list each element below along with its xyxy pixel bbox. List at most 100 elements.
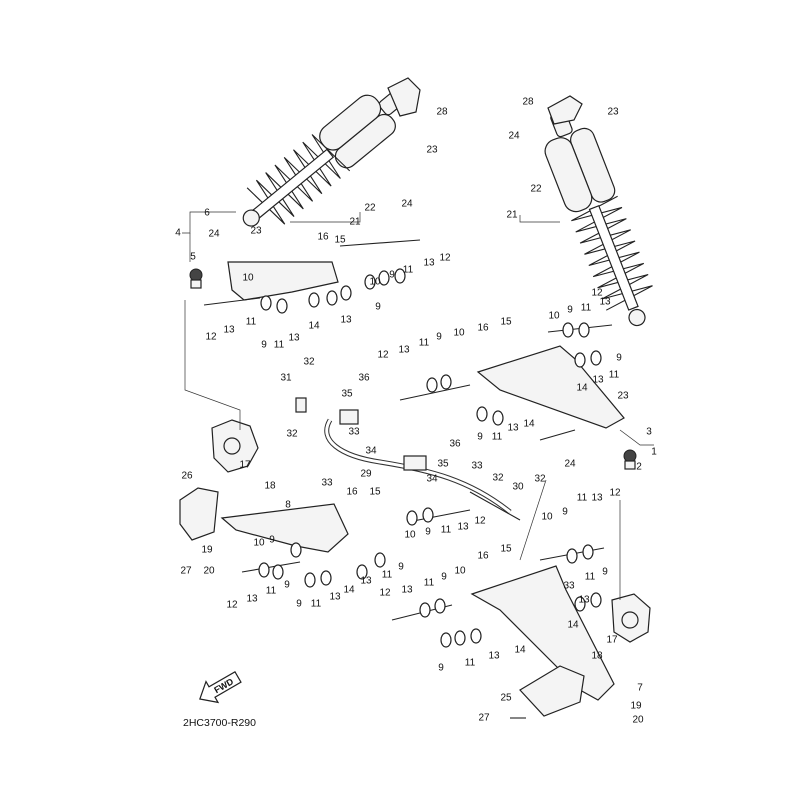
callout-number: 10 [541, 512, 553, 523]
callout-number: 11 [492, 432, 503, 443]
callout-number: 11 [419, 338, 430, 349]
callout-number: 13 [488, 651, 500, 662]
callout-number: 11 [246, 317, 257, 328]
leader-lines [182, 211, 654, 600]
callout-number: 34 [365, 446, 377, 457]
callout-number: 23 [607, 107, 619, 118]
callout-number: 13 [329, 592, 341, 603]
callout-number: 15 [500, 544, 512, 555]
right-shock-bracket [547, 95, 583, 125]
callout-number: 13 [423, 258, 435, 269]
callout-number: 16 [477, 551, 489, 562]
callout-number: 9 [441, 572, 447, 583]
lower-left-a-arm [220, 503, 349, 553]
callout-number: 23 [250, 226, 262, 237]
left-guard [179, 487, 219, 541]
callout-number: 9 [296, 599, 302, 610]
callout-number: 33 [348, 427, 360, 438]
callout-number: 11 [266, 586, 277, 597]
callout-number: 8 [285, 500, 291, 511]
callout-number: 29 [360, 469, 372, 480]
callout-number: 9 [567, 305, 573, 316]
callout-number: 9 [389, 270, 395, 281]
callout-number: 24 [564, 459, 576, 470]
callout-number: 13 [398, 345, 410, 356]
callout-number: 10 [453, 328, 465, 339]
callout-number: 12 [226, 600, 238, 611]
callout-number: 11 [382, 570, 393, 581]
callout-number: 12 [609, 488, 621, 499]
callout-number: 19 [201, 545, 213, 556]
callout-number: 13 [246, 594, 258, 605]
callout-number: 24 [401, 199, 413, 210]
callout-number: 13 [360, 576, 372, 587]
callout-number: 7 [637, 683, 643, 694]
callout-number: 11 [585, 572, 596, 583]
callout-number: 11 [274, 340, 285, 351]
callout-number: 11 [441, 525, 452, 536]
callout-number: 10 [242, 273, 254, 284]
callout-number: 11 [465, 658, 476, 669]
callout-number: 11 [311, 599, 322, 610]
callout-number: 20 [203, 566, 215, 577]
callout-number: 9 [438, 663, 444, 674]
callout-number: 11 [424, 578, 435, 589]
callout-number: 33 [471, 461, 483, 472]
callout-number: 33 [563, 581, 575, 592]
callout-number: 31 [280, 373, 292, 384]
ball-joint-left [189, 268, 203, 289]
callout-number: 14 [514, 645, 526, 656]
callout-number: 9 [375, 302, 381, 313]
callout-number: 10 [369, 277, 381, 288]
callout-number: 24 [508, 131, 520, 142]
callout-number: 13 [592, 375, 604, 386]
callout-number: 27 [478, 713, 490, 724]
callout-number: 11 [609, 370, 620, 381]
callout-number: 13 [591, 493, 603, 504]
callout-number: 32 [286, 429, 298, 440]
callout-number: 26 [181, 471, 193, 482]
callout-number: 28 [522, 97, 534, 108]
callout-number: 13 [578, 595, 590, 606]
lower-right-a-arm [470, 565, 615, 701]
callout-number: 32 [534, 474, 546, 485]
callout-number: 20 [632, 715, 644, 726]
callout-number: 13 [507, 423, 519, 434]
callout-number: 27 [180, 566, 192, 577]
callout-number: 21 [506, 210, 518, 221]
upper-left-a-arm [227, 261, 339, 301]
callout-number: 9 [477, 432, 483, 443]
callout-number: 18 [591, 651, 603, 662]
callout-number: 24 [208, 229, 220, 240]
callout-number: 9 [616, 353, 622, 364]
left-shock-absorber [242, 89, 406, 227]
callout-number: 12 [439, 253, 451, 264]
callout-number: 30 [512, 482, 524, 493]
callout-number: 9 [398, 562, 404, 573]
callout-number: 15 [334, 235, 346, 246]
callout-number: 15 [500, 317, 512, 328]
callout-number: 35 [341, 389, 353, 400]
callout-number: 18 [264, 481, 276, 492]
callout-number: 10 [548, 311, 560, 322]
right-guard [519, 665, 585, 717]
callout-number: 14 [576, 383, 588, 394]
fwd-arrow-icon: FWD [199, 670, 242, 704]
callout-number: 22 [530, 184, 542, 195]
callout-number: 14 [523, 419, 535, 430]
callout-number: 11 [577, 493, 588, 504]
callout-number: 9 [425, 527, 431, 538]
callout-number: 13 [457, 522, 469, 533]
callout-number: 5 [190, 252, 196, 263]
callout-number: 10 [454, 566, 466, 577]
drawing-code: 2HC3700-R290 [183, 717, 256, 729]
callout-number: 9 [436, 332, 442, 343]
washers-bushings [258, 268, 602, 648]
callout-number: 11 [403, 265, 414, 276]
callout-number: 21 [349, 217, 361, 228]
callout-number: 17 [606, 635, 618, 646]
callout-number: 14 [308, 321, 320, 332]
callout-number: 32 [303, 357, 315, 368]
callout-number: 13 [223, 325, 235, 336]
